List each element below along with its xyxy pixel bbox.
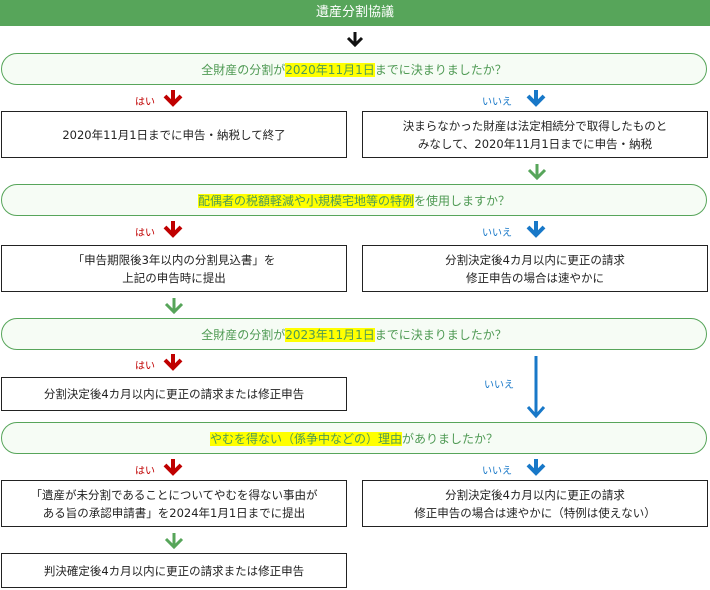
q4-highlight: やむを得ない（係争中などの）理由 [209, 432, 402, 446]
result-text: 決まらなかった財産は法定相続分で取得したものと [402, 118, 668, 133]
result-text: 2020年11月1日までに申告・納税して終了 [62, 127, 286, 142]
result-text: ある旨の承認申請書」を2024年1月1日までに提出 [42, 505, 306, 520]
q3-text: 全財産の分割が [201, 328, 286, 342]
result-box: 分割決定後4カ月以内に更正の請求または修正申告 [1, 377, 347, 411]
arrow-down-blue-long-icon [526, 356, 546, 419]
q1-text: 全財産の分割が [201, 63, 286, 77]
result-text: 「遺産が未分割であることについてやむを得ない事由が [30, 487, 318, 502]
question-1: 全財産の分割が2020年11月1日までに決まりましたか？ [1, 53, 707, 85]
result-text: 上記の申告時に提出 [122, 270, 226, 285]
no-label: いいえ [482, 466, 512, 477]
yes-label: はい [135, 228, 155, 239]
result-box: 「申告期限後3年以内の分割見込書」を上記の申告時に提出 [1, 245, 347, 292]
q4-text-post: がありましたか？ [402, 432, 499, 446]
result-box: 分割決定後4カ月以内に更正の請求修正申告の場合は速やかに（特例は使えない） [362, 480, 708, 527]
question-4: やむを得ない（係争中などの）理由がありましたか？ [1, 422, 707, 454]
arrow-down-red-icon [163, 90, 183, 107]
result-box: 分割決定後4カ月以内に更正の請求修正申告の場合は速やかに [362, 245, 708, 292]
yes-label: はい [135, 361, 155, 372]
result-text: みなして、2020年11月1日までに申告・納税 [417, 136, 653, 151]
result-box: 2020年11月1日までに申告・納税して終了 [1, 111, 347, 158]
no-label: いいえ [484, 380, 514, 391]
q1-text-post: までに決まりましたか？ [374, 63, 507, 77]
no-label: いいえ [482, 228, 512, 239]
yes-label: はい [135, 97, 155, 108]
arrow-down-green-icon [164, 533, 184, 550]
result-text: 分割決定後4カ月以内に更正の請求 [445, 252, 625, 267]
result-box: 判決確定後4カ月以内に更正の請求または修正申告 [1, 553, 347, 588]
result-text: 修正申告の場合は速やかに [465, 270, 604, 285]
q2-text-post: を使用しますか？ [414, 194, 511, 208]
question-2: 配偶者の税額軽減や小規模宅地等の特例を使用しますか？ [1, 184, 707, 216]
no-label: いいえ [482, 97, 512, 108]
flowchart-title: 遺産分割協議 [0, 0, 710, 26]
arrow-down-red-icon [163, 221, 183, 238]
arrow-down-green-icon [164, 298, 184, 315]
yes-label: はい [135, 466, 155, 477]
result-text: 「申告期限後3年以内の分割見込書」を [72, 252, 276, 267]
arrow-down-icon [346, 32, 364, 48]
q2-highlight: 配偶者の税額軽減や小規模宅地等の特例 [197, 194, 414, 208]
result-box: 決まらなかった財産は法定相続分で取得したものとみなして、2020年11月1日まで… [362, 111, 708, 158]
result-box: 「遺産が未分割であることについてやむを得ない事由がある旨の承認申請書」を2024… [1, 480, 347, 527]
arrow-down-blue-icon [526, 459, 546, 476]
arrow-down-blue-icon [526, 221, 546, 238]
question-3: 全財産の分割が2023年11月1日までに決まりましたか？ [1, 318, 707, 350]
result-text: 修正申告の場合は速やかに（特例は使えない） [414, 505, 656, 520]
arrow-down-green-icon [527, 164, 547, 181]
result-text: 分割決定後4カ月以内に更正の請求 [445, 487, 625, 502]
result-text: 分割決定後4カ月以内に更正の請求または修正申告 [43, 387, 305, 401]
q3-text-post: までに決まりましたか？ [374, 328, 507, 342]
q3-highlight: 2023年11月1日 [285, 328, 375, 342]
arrow-down-red-icon [163, 459, 183, 476]
q1-highlight: 2020年11月1日 [285, 63, 375, 77]
arrow-down-red-icon [163, 354, 183, 371]
arrow-down-blue-icon [526, 90, 546, 107]
result-text: 判決確定後4カ月以内に更正の請求または修正申告 [43, 563, 305, 578]
